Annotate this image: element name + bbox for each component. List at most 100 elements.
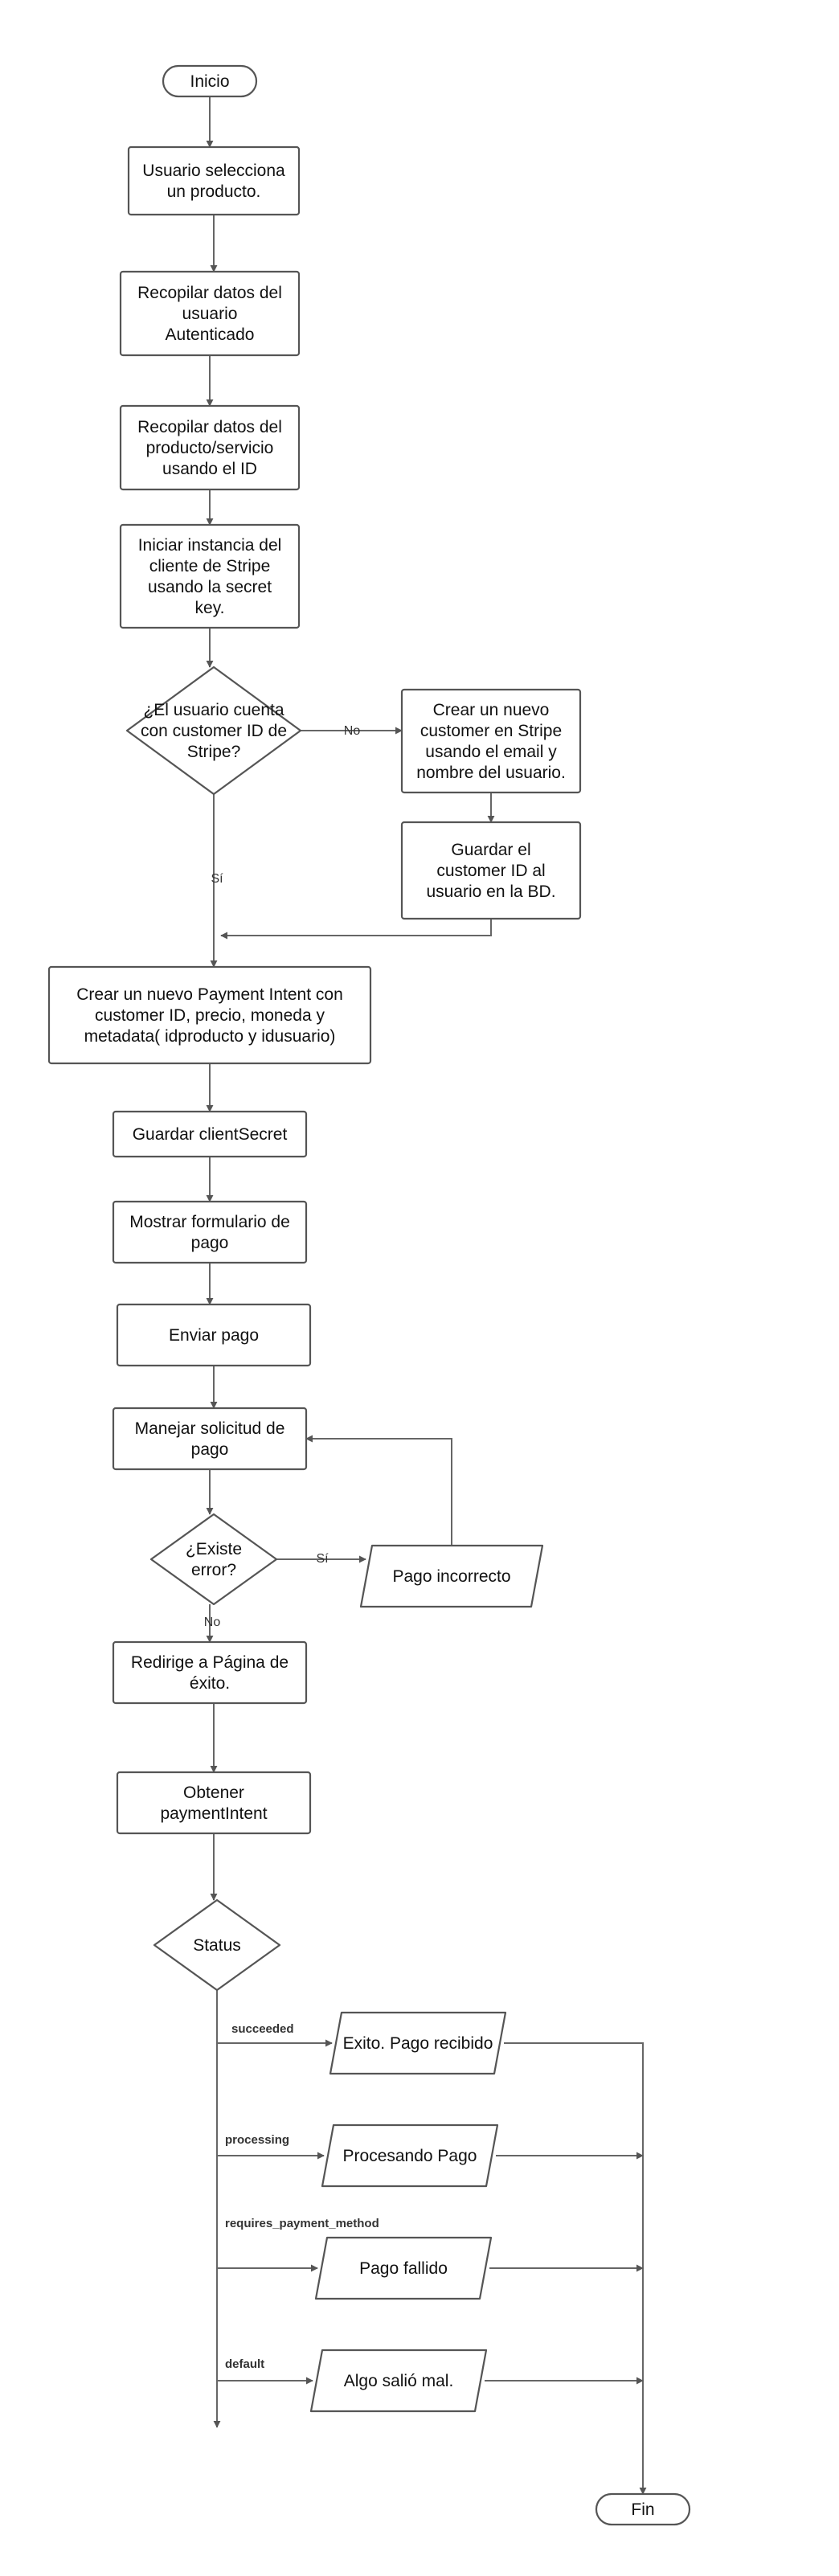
node-label-line: metadata( idproducto y idusuario)	[84, 1027, 336, 1046]
node-label-line: éxito.	[190, 1674, 230, 1693]
node-existe-error: ¿Existe error?	[149, 1513, 278, 1606]
node-guardar-customer: Guardar el customer ID al usuario en la BD…	[400, 821, 582, 920]
process-box-shape	[127, 145, 301, 216]
node-status: Status	[153, 1898, 281, 1992]
node-guardar-secret: Guardar clientSecret	[112, 1110, 308, 1158]
node-label-line: Fin	[631, 2500, 654, 2519]
node-label-line: customer en Stripe	[420, 722, 562, 740]
process-box-shape	[116, 1303, 312, 1367]
node-label-line: Algo salió mal.	[344, 2372, 454, 2390]
terminator-shape	[595, 2492, 691, 2526]
node-exito: Exito. Pago recibido	[329, 2011, 507, 2075]
node-label-line: Exito. Pago recibido	[343, 2034, 493, 2053]
edge-label-si-error: Sí	[316, 1552, 329, 1566]
io-parallelogram-shape	[359, 1544, 544, 1608]
node-mostrar-formulario: Mostrar formulario de pago	[112, 1200, 308, 1264]
node-label-line: Inicio	[190, 72, 229, 91]
node-fin: Fin	[595, 2492, 691, 2526]
node-label-line: ¿Existe	[186, 1540, 242, 1558]
node-label-line: usando el email y	[425, 743, 557, 761]
process-box-shape	[119, 523, 301, 629]
io-parallelogram-shape	[309, 2349, 488, 2413]
node-label-line: Manejar solicitud de	[135, 1419, 285, 1438]
node-label-line: Iniciar instancia del	[138, 536, 282, 555]
node-instancia-stripe: Iniciar instancia del cliente de Stripe us…	[119, 523, 301, 629]
connector-arrow	[504, 2042, 647, 2495]
edge-label-no-customer: No	[344, 724, 361, 738]
node-label-line: Redirige a Página de	[131, 1653, 289, 1672]
node-redirige: Redirige a Página de éxito.	[112, 1640, 308, 1705]
process-box-shape	[400, 821, 582, 920]
node-label-line: Recopilar datos del	[137, 418, 282, 436]
edge-label-requires: requires_payment_method	[225, 2217, 379, 2230]
io-parallelogram-shape	[314, 2236, 493, 2300]
process-box-shape	[119, 270, 301, 357]
node-manejar-solicitud: Manejar solicitud de pago	[112, 1407, 308, 1471]
node-inicio: Inicio	[162, 64, 258, 98]
node-procesando: Procesando Pago	[321, 2123, 499, 2188]
io-parallelogram-shape	[329, 2011, 507, 2075]
node-label-line: customer ID al	[436, 862, 545, 880]
node-label-line: Guardar el	[451, 841, 530, 859]
node-label-line: error?	[191, 1561, 236, 1579]
node-label-line: con customer ID de	[141, 722, 287, 740]
node-label-line: usuario	[182, 305, 238, 323]
node-label-line: producto/servicio	[146, 439, 274, 457]
node-label-line: Autenticado	[166, 326, 255, 344]
node-label-line: cliente de Stripe	[149, 557, 271, 575]
node-label-line: Crear un nuevo Payment Intent con	[76, 985, 343, 1004]
node-label-line: usando la secret	[148, 578, 272, 596]
connector-arrow	[305, 1435, 452, 1546]
node-label-line: Status	[193, 1936, 241, 1955]
edge-label-no-error: No	[204, 1616, 221, 1629]
node-label-line: pago	[191, 1440, 229, 1459]
node-datos-producto: Recopilar datos del producto/servicio usan…	[119, 404, 301, 491]
node-label-line: usando el ID	[162, 460, 257, 478]
edge-label-succeeded: succeeded	[231, 2022, 294, 2036]
node-label-line: un producto.	[167, 182, 261, 201]
node-label-line: Guardar clientSecret	[133, 1125, 288, 1144]
edge-label-default: default	[225, 2357, 264, 2371]
process-box-shape	[112, 1407, 308, 1471]
io-parallelogram-shape	[321, 2123, 499, 2188]
node-fallido: Pago fallido	[314, 2236, 493, 2300]
node-tiene-customer: ¿El usuario cuenta con customer ID de Stri…	[125, 666, 302, 796]
edge-label-si-customer: Sí	[211, 872, 223, 886]
edge-label-processing: processing	[225, 2133, 289, 2147]
node-label-line: Stripe?	[187, 743, 241, 761]
node-obtener-intent: Obtener paymentIntent	[116, 1771, 312, 1835]
process-box-shape	[47, 965, 372, 1065]
node-algo-salio-mal: Algo salió mal.	[309, 2349, 488, 2413]
node-label-line: Pago incorrecto	[392, 1567, 510, 1586]
node-label-line: ¿El usuario cuenta	[143, 701, 284, 719]
decision-diamond-shape	[153, 1898, 281, 1992]
node-label-line: Pago fallido	[359, 2259, 448, 2278]
node-label-line: pago	[191, 1234, 229, 1252]
node-label-line: key.	[195, 599, 225, 617]
node-label-line: usuario en la BD.	[426, 883, 555, 901]
node-label-line: nombre del usuario.	[416, 764, 566, 782]
node-label-line: Procesando Pago	[343, 2147, 477, 2165]
process-box-shape	[112, 1640, 308, 1705]
node-payment-intent: Crear un nuevo Payment Intent con custome…	[47, 965, 372, 1065]
connectors-layer	[206, 96, 647, 2495]
node-label-line: customer ID, precio, moneda y	[95, 1006, 325, 1025]
process-box-shape	[116, 1771, 312, 1835]
terminator-shape	[162, 64, 258, 98]
node-label-line: Recopilar datos del	[137, 284, 282, 302]
process-box-shape	[119, 404, 301, 491]
node-pago-incorrecto: Pago incorrecto	[359, 1544, 544, 1608]
process-box-shape	[112, 1110, 308, 1158]
node-label-line: paymentIntent	[160, 1804, 267, 1823]
node-label-line: Obtener	[183, 1784, 244, 1802]
node-enviar-pago: Enviar pago	[116, 1303, 312, 1367]
decision-diamond-shape	[149, 1513, 278, 1606]
decision-diamond-shape	[125, 666, 302, 796]
process-box-shape	[112, 1200, 308, 1264]
node-label-line: Mostrar formulario de	[129, 1213, 290, 1231]
